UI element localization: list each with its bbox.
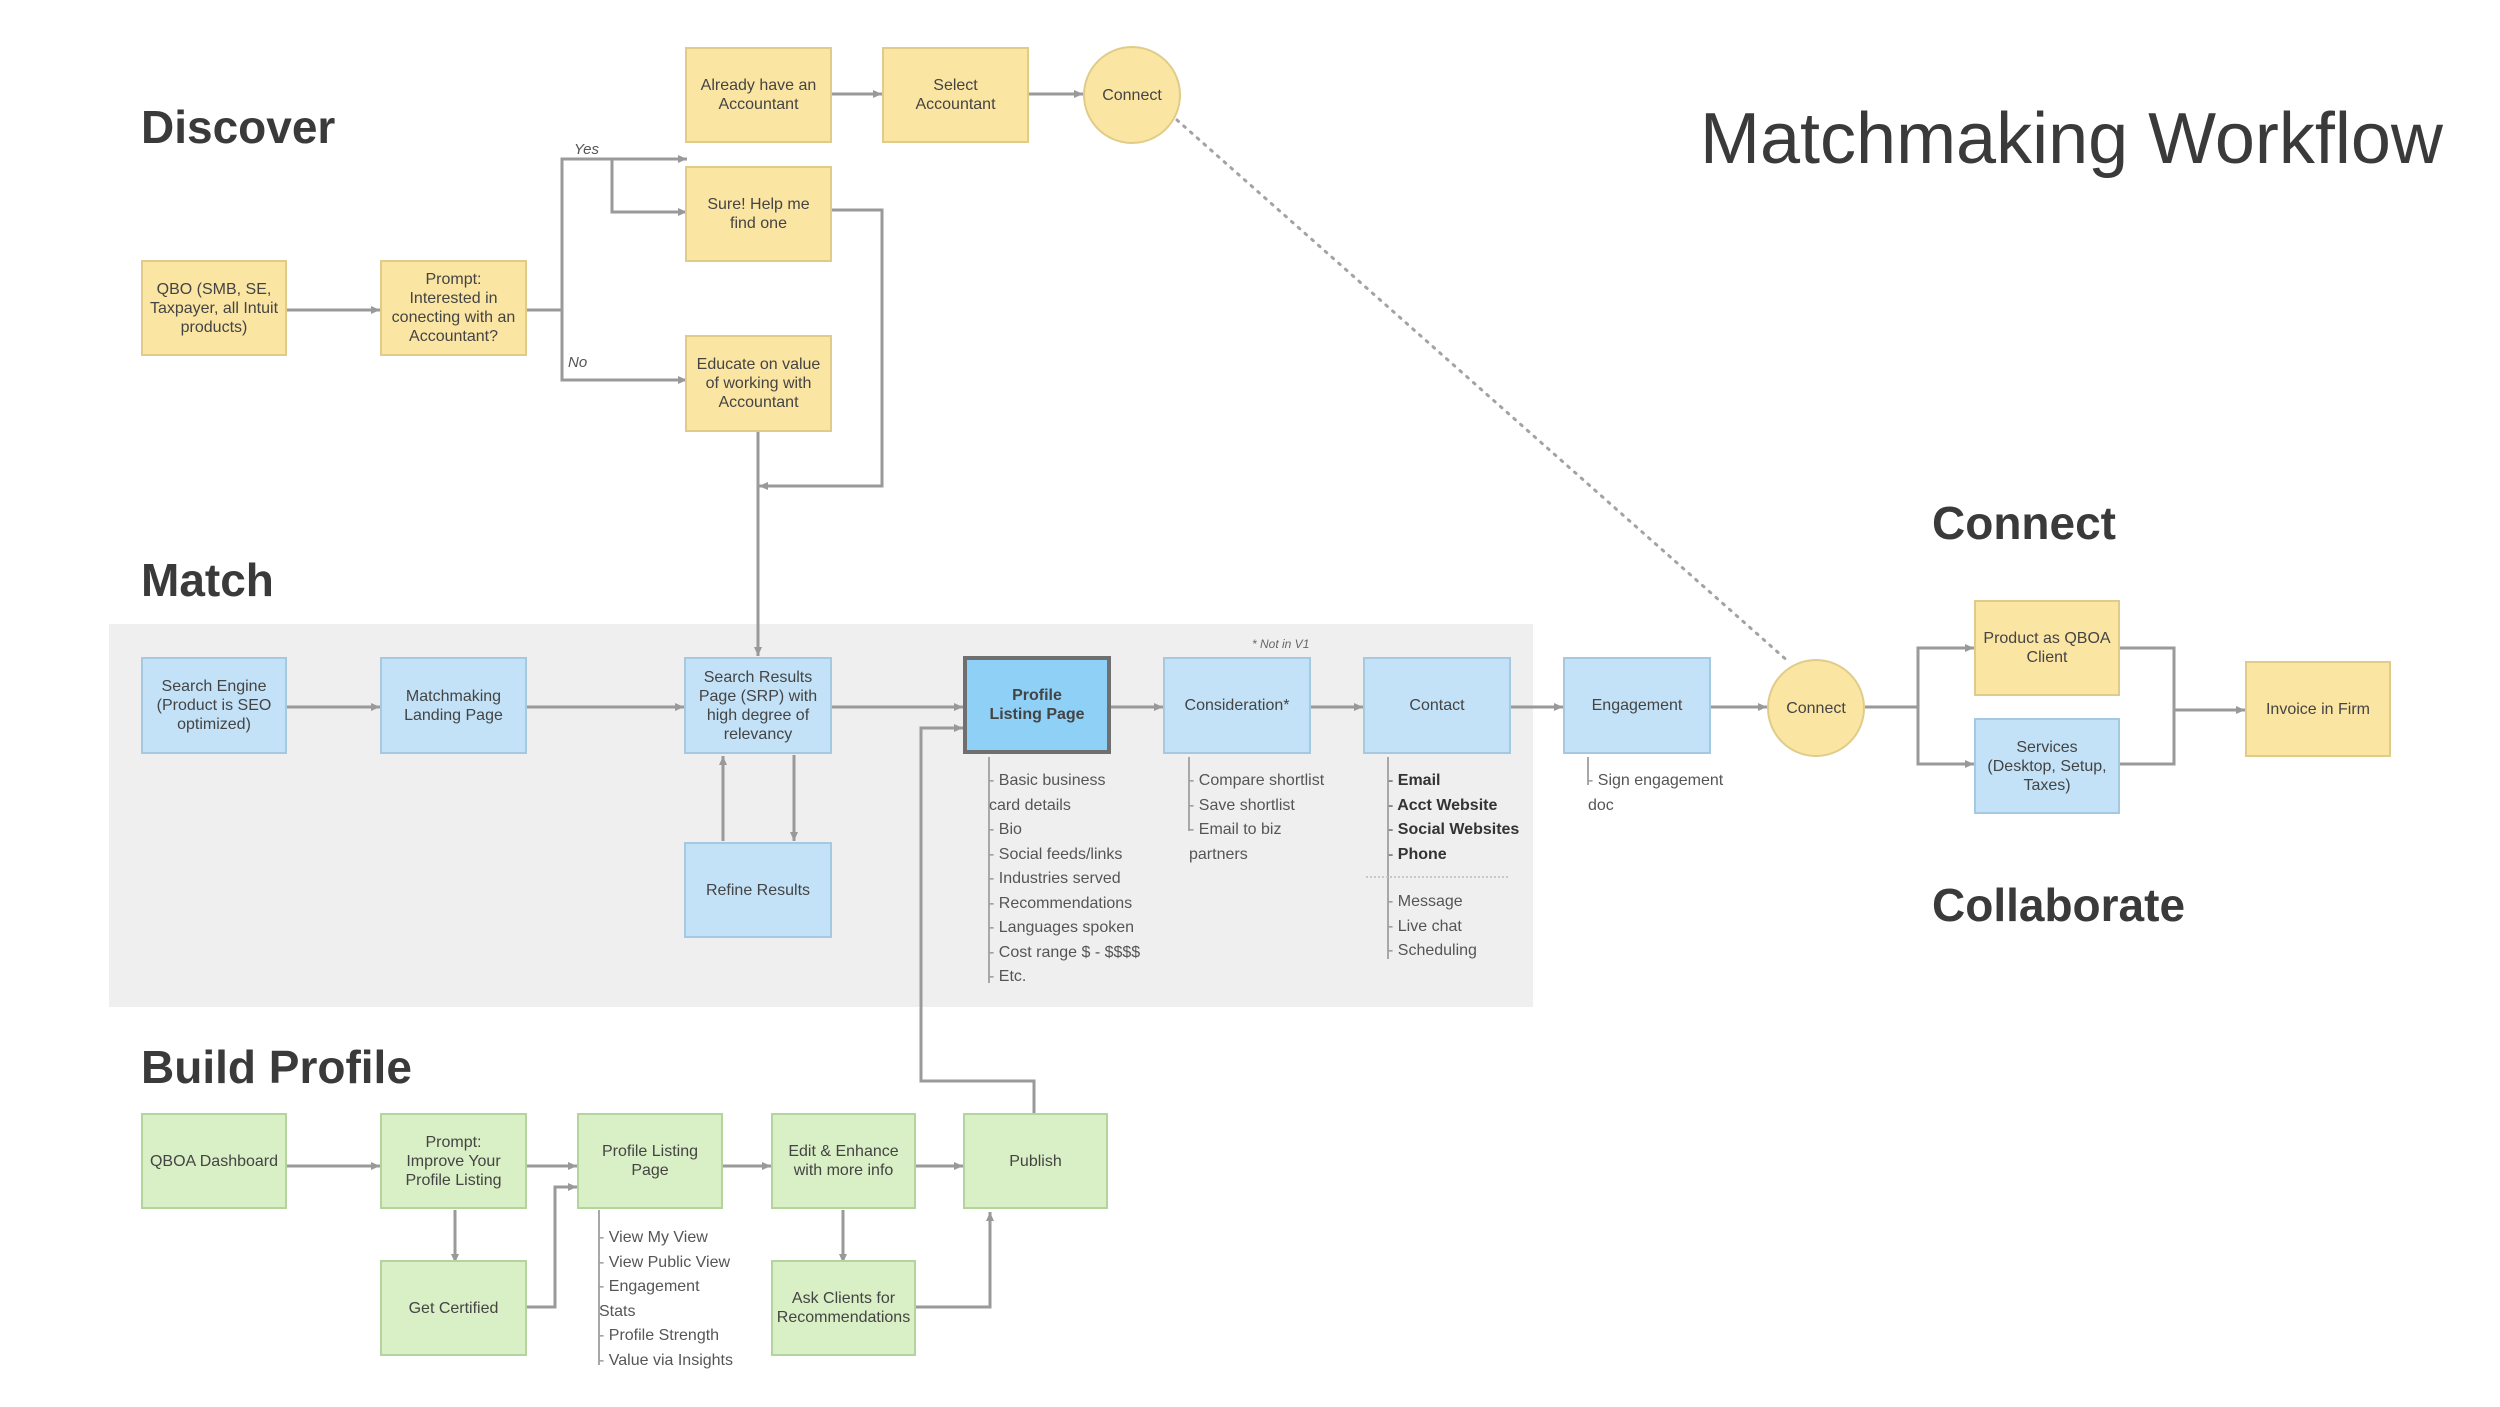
node-publish[interactable]: Publish — [963, 1113, 1108, 1209]
node-refine-results[interactable]: Refine Results — [684, 842, 832, 938]
profile-page-options-list: View My ViewView Public ViewEngagementSt… — [599, 1226, 733, 1373]
section-connect: Connect — [1932, 497, 2116, 549]
node-consideration[interactable]: Consideration* — [1163, 657, 1311, 754]
list-item: Value via Insights — [599, 1349, 733, 1374]
list-item: View Public View — [599, 1251, 733, 1276]
node-invoice-in-firm[interactable]: Invoice in Firm — [2245, 661, 2391, 757]
list-item: Languages spoken — [989, 916, 1140, 941]
list-item: Compare shortlist — [1189, 769, 1324, 794]
list-item: Cost range $ - $$$$ — [989, 941, 1140, 966]
engagement-details-list: Sign engagement doc — [1588, 769, 1723, 818]
edge-product-invoice — [2120, 646, 2176, 710]
list-item: Email — [1388, 769, 1519, 794]
list-item: Recommendations — [989, 892, 1140, 917]
node-connect-right[interactable]: Connect — [1767, 659, 1865, 757]
list-item: Social Websites — [1388, 818, 1520, 843]
node-contact[interactable]: Contact — [1363, 657, 1511, 754]
list-item: Scheduling — [1388, 939, 1477, 964]
list-item: partners — [1189, 845, 1248, 863]
list-item: Basic business — [989, 769, 1140, 794]
edge-ask-publish — [916, 1212, 994, 1309]
contact-secondary-list: MessageLive chatScheduling — [1388, 890, 1477, 964]
list-item: doc — [1588, 796, 1614, 814]
edge-publish-profile — [919, 724, 1036, 1118]
list-item: Bio — [989, 818, 1140, 843]
contact-separator — [1366, 876, 1508, 878]
node-get-certified[interactable]: Get Certified — [380, 1260, 527, 1356]
section-build-profile: Build Profile — [141, 1041, 412, 1093]
list-item: Industries served — [989, 867, 1140, 892]
node-services[interactable]: Services(Desktop, Setup,Taxes) — [1974, 718, 2120, 814]
section-discover: Discover — [141, 101, 336, 153]
edge-branch-sure — [610, 159, 687, 216]
edge-connect-product — [1865, 644, 1974, 709]
section-match: Match — [141, 554, 274, 606]
node-qboa-dashboard[interactable]: QBOA Dashboard — [141, 1113, 287, 1209]
list-item: Social feeds/links — [989, 843, 1140, 868]
list-item: Sign engagement — [1588, 769, 1723, 794]
list-item: card details — [989, 796, 1071, 814]
list-item: Engagement — [599, 1275, 733, 1300]
list-item: Live chat — [1388, 915, 1477, 940]
edge-branch-educate — [560, 310, 687, 384]
node-connect-top[interactable]: Connect — [1083, 46, 1181, 144]
edge-certified-profilepage — [527, 1183, 577, 1309]
edge-sure-srp — [759, 208, 884, 490]
list-item: Phone — [1388, 843, 1519, 868]
consideration-actions-list: Compare shortlistSave shortlistEmail to … — [1189, 769, 1324, 867]
node-engagement[interactable]: Engagement — [1563, 657, 1711, 754]
section-collaborate: Collaborate — [1932, 879, 2186, 931]
contact-primary-list: EmailAcct WebsiteSocial WebsitesPhone — [1388, 769, 1519, 867]
page-title: Matchmaking Workflow — [1700, 99, 2443, 179]
edge-services-invoice — [2120, 706, 2245, 766]
list-item: Stats — [599, 1302, 636, 1320]
list-item: Etc. — [989, 965, 1140, 990]
edge-prompt-branch — [527, 155, 687, 312]
list-item: Message — [1388, 890, 1477, 915]
list-item: Save shortlist — [1189, 794, 1324, 819]
edge-label-yes: Yes — [574, 141, 600, 158]
list-item: Email to biz — [1189, 818, 1324, 843]
profile-details-list: Basic business card detailsBioSocial feed… — [989, 769, 1140, 990]
edge-connect-services — [1916, 707, 1974, 768]
edge-label-no: No — [568, 354, 588, 371]
list-item: View My View — [599, 1226, 733, 1251]
edge-dotted-connect — [1175, 118, 1792, 665]
list-item: Profile Strength — [599, 1324, 733, 1349]
not-in-v1-note: * Not in V1 — [1252, 637, 1310, 651]
list-item: Acct Website — [1388, 794, 1519, 819]
